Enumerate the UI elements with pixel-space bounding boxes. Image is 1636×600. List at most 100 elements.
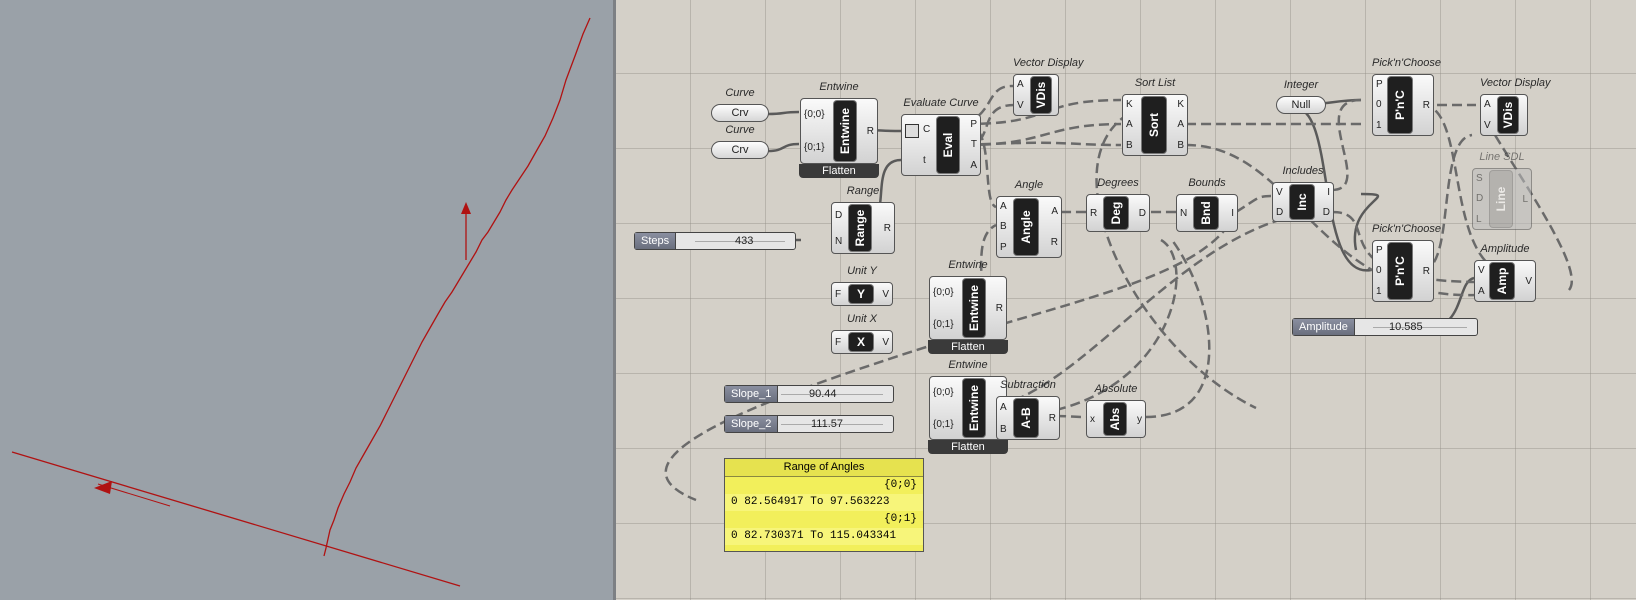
input-port[interactable]: P [1376, 244, 1383, 256]
grasshopper-canvas[interactable]: Curve Crv Curve Crv Entwine {0;0} {0;1} … [616, 0, 1636, 600]
input-port[interactable]: {0;1} [804, 142, 825, 153]
output-port[interactable]: R [883, 222, 891, 234]
vector-display-component-2[interactable]: Vector Display A V VDis [1480, 77, 1551, 136]
input-port[interactable]: A [1000, 200, 1007, 212]
degrees-outputs: D [1139, 194, 1146, 232]
subtraction-component[interactable]: Subtraction A B A-B R [996, 379, 1060, 440]
input-port[interactable]: B [1000, 221, 1007, 233]
input-port[interactable]: A [1478, 286, 1485, 297]
input-port[interactable]: A [1017, 79, 1024, 90]
sort-list-component[interactable]: Sort List K A B Sort K A B [1122, 77, 1188, 156]
output-port[interactable]: I [1327, 186, 1330, 198]
output-port[interactable]: I [1231, 207, 1234, 219]
input-port[interactable]: t [923, 155, 926, 166]
output-port[interactable]: P [970, 118, 977, 130]
output-port[interactable]: A [970, 160, 977, 172]
input-port[interactable]: {0;1} [933, 318, 954, 330]
unit-y-component[interactable]: Unit Y F Y V [831, 265, 893, 306]
input-port[interactable]: N [835, 235, 843, 247]
input-port[interactable]: N [1180, 207, 1188, 219]
output-port[interactable]: R [1050, 237, 1058, 248]
output-port[interactable]: V [1525, 275, 1532, 287]
slope-1-label: Slope_1 [725, 386, 779, 402]
input-port[interactable]: V [1484, 120, 1491, 131]
input-port[interactable]: D [1276, 206, 1284, 218]
input-port[interactable]: A [1126, 119, 1133, 131]
steps-slider[interactable]: Steps 433 [634, 232, 796, 250]
output-port[interactable]: T [970, 139, 977, 151]
angle-component[interactable]: Angle A B P Angle A R [996, 179, 1062, 258]
output-port[interactable]: V [882, 336, 889, 348]
amplitude-component[interactable]: Amplitude V A Amp V [1474, 243, 1536, 302]
vector-display-component-1[interactable]: Vector Display A V VDis [1013, 57, 1084, 116]
entwine-component-1[interactable]: Entwine {0;0} {0;1} Entwine R Flatten [799, 81, 879, 178]
input-port[interactable]: V [1276, 186, 1283, 198]
input-port[interactable]: 0 [1376, 265, 1382, 277]
output-port[interactable]: L [1522, 193, 1528, 205]
slope-1-slider[interactable]: Slope_1 90.44 [724, 385, 894, 403]
unit-x-component[interactable]: Unit X F X V [831, 313, 893, 354]
amplitude-slider[interactable]: Amplitude 10.585 [1292, 318, 1478, 336]
rhino-viewport[interactable] [0, 0, 616, 600]
slider-track[interactable] [781, 394, 883, 395]
input-port[interactable]: S [1476, 172, 1483, 184]
input-port[interactable]: F [835, 288, 842, 300]
output-port[interactable]: R [1422, 99, 1430, 111]
curve-param-1[interactable]: Curve Crv [711, 87, 769, 124]
degrees-component[interactable]: Degrees R Deg D [1086, 177, 1150, 232]
pick-n-choose-component-2[interactable]: Pick'n'Choose P 0 1 P'n'C R [1372, 223, 1441, 302]
input-port[interactable]: 1 [1376, 120, 1382, 132]
input-port[interactable]: D [835, 209, 843, 221]
absolute-component[interactable]: Absolute x Abs y [1086, 383, 1146, 438]
includes-component[interactable]: Includes V D Inc I D [1272, 165, 1334, 222]
output-port[interactable]: R [1422, 265, 1430, 277]
input-port[interactable]: {0;0} [933, 386, 954, 398]
input-port[interactable]: P [1000, 242, 1007, 254]
input-port[interactable]: {0;0} [804, 109, 825, 120]
output-port[interactable]: A [1051, 206, 1058, 217]
output-port[interactable]: K [1177, 98, 1184, 110]
output-port[interactable]: R [1048, 412, 1056, 424]
input-port[interactable]: V [1017, 100, 1024, 111]
output-port[interactable]: D [1138, 207, 1146, 219]
input-port[interactable]: D [1476, 193, 1484, 205]
input-port[interactable]: V [1478, 265, 1485, 276]
input-port[interactable]: {0;1} [933, 418, 954, 430]
curve-param-2[interactable]: Curve Crv [711, 124, 769, 161]
range-of-angles-panel[interactable]: Range of Angles {0;0} 0 82.564917 To 97.… [724, 458, 924, 552]
slider-track[interactable] [781, 424, 883, 425]
slider-track[interactable] [695, 241, 785, 242]
input-port[interactable]: K [1126, 98, 1133, 110]
viewport-separator[interactable] [613, 0, 616, 600]
input-port[interactable]: {0;0} [933, 286, 954, 298]
output-port[interactable]: y [1137, 413, 1142, 425]
output-port[interactable]: A [1177, 119, 1184, 131]
pick-n-choose-component-1[interactable]: Pick'n'Choose P 0 1 P'n'C R [1372, 57, 1441, 136]
slider-track[interactable] [1373, 327, 1467, 328]
range-component[interactable]: Range D N Range R [831, 185, 895, 254]
input-port[interactable]: R [1090, 207, 1098, 219]
output-port[interactable]: R [995, 302, 1003, 314]
entwine-component-2[interactable]: Entwine {0;0} {0;1} Entwine R Flatten [928, 259, 1008, 354]
output-port[interactable]: R [866, 125, 874, 137]
input-port[interactable]: B [1126, 140, 1133, 152]
input-port[interactable]: 0 [1376, 99, 1382, 111]
input-port[interactable]: P [1376, 78, 1383, 90]
input-port[interactable]: L [1476, 214, 1482, 226]
evaluate-curve-component[interactable]: Evaluate Curve C t Eval P T A [901, 97, 981, 176]
line-sdl-component[interactable]: Line SDL S D L Line L [1472, 151, 1532, 230]
input-port[interactable]: 1 [1376, 286, 1382, 298]
input-port[interactable]: B [1000, 423, 1007, 435]
output-port[interactable]: B [1177, 140, 1184, 152]
input-port[interactable]: A [1000, 401, 1007, 413]
input-port[interactable]: F [835, 336, 842, 348]
integer-param[interactable]: Integer Null [1276, 79, 1326, 116]
input-port[interactable]: C [923, 124, 931, 135]
slope-2-slider[interactable]: Slope_2 111.57 [724, 415, 894, 433]
entwine-component-3[interactable]: Entwine {0;0} {0;1} Entwine R Flatten [928, 359, 1008, 454]
bounds-component[interactable]: Bounds N Bnd I [1176, 177, 1238, 232]
input-port[interactable]: A [1484, 99, 1491, 110]
output-port[interactable]: D [1322, 206, 1330, 218]
output-port[interactable]: V [882, 288, 889, 300]
input-port[interactable]: x [1090, 413, 1095, 425]
